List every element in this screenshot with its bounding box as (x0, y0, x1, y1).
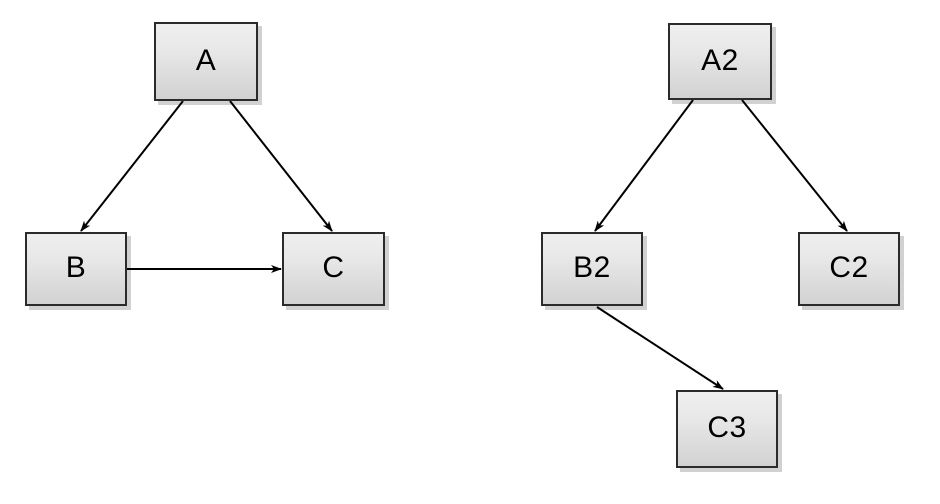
node-label-b: B (65, 251, 87, 284)
node-b2[interactable]: B2 (541, 232, 643, 306)
edge-group (80, 99, 848, 390)
node-a2[interactable]: A2 (668, 23, 772, 100)
edge-a-b[interactable] (80, 100, 184, 232)
node-c2[interactable]: C2 (798, 232, 900, 306)
edge-a2-c2[interactable] (741, 99, 848, 232)
node-label-a: A (195, 43, 217, 77)
node-label-c2: C2 (829, 251, 869, 284)
edge-b2-c3[interactable] (596, 306, 724, 390)
node-label-a2: A2 (701, 43, 739, 77)
edge-a2-b2[interactable] (594, 99, 694, 232)
node-label-b2: B2 (573, 251, 611, 284)
node-a[interactable]: A (154, 22, 258, 101)
node-b[interactable]: B (25, 232, 127, 306)
node-c[interactable]: C (282, 232, 385, 306)
node-label-c3: C3 (707, 411, 747, 444)
edge-a-c[interactable] (229, 100, 333, 232)
node-c3[interactable]: C3 (676, 390, 778, 468)
node-label-c: C (322, 251, 345, 284)
